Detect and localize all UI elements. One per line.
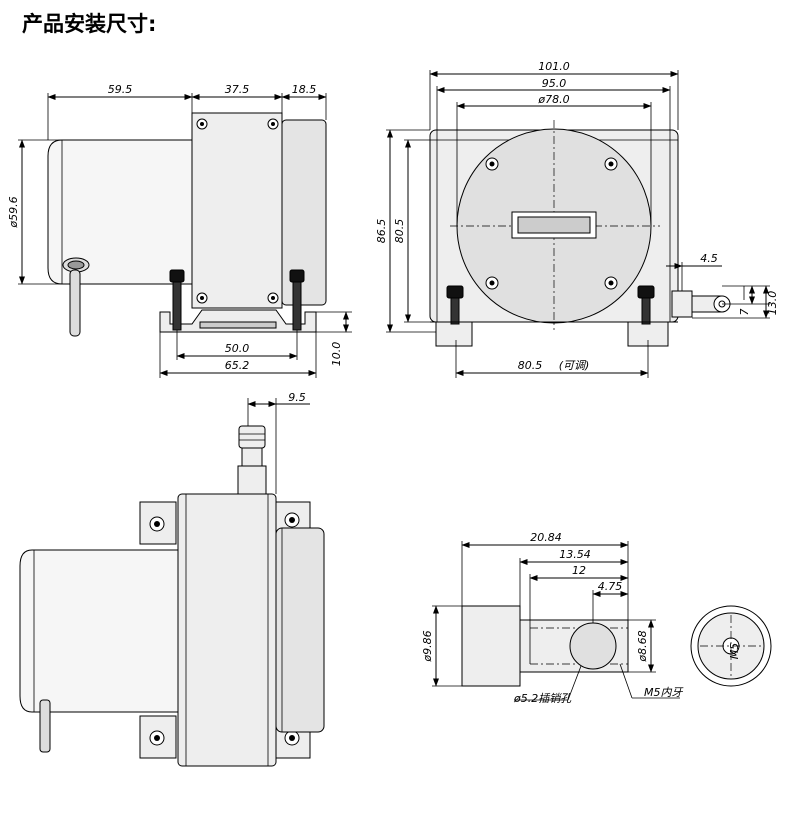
top-cable-pipe — [39, 699, 51, 753]
top-screw-icon — [149, 512, 300, 746]
end-view-mark: M5 — [728, 643, 741, 660]
housing-screw-icon — [196, 118, 279, 304]
dim-cable-offset: 4.5 — [700, 252, 718, 265]
dim-top-cable-offset: 9.5 — [288, 391, 306, 404]
dim-body-diameter: ø9.86 — [421, 630, 434, 662]
top-view: 9.5 — [19, 391, 325, 767]
cover-screw-icon — [485, 157, 618, 290]
dim-total-width: 101.0 — [538, 60, 570, 73]
dim-motor-diameter: ø59.6 — [7, 196, 20, 228]
top-cable-stem — [241, 447, 263, 467]
connector-detail: 20.84 13.54 12 4.75 ø9.86 ø8.68 ø5.2插销孔 … — [421, 531, 772, 705]
left-foot — [435, 321, 473, 347]
main-housing — [191, 112, 283, 309]
dim-base-height: 10.0 — [330, 342, 343, 367]
top-cable-eye — [238, 425, 266, 449]
thread-label: M5内牙 — [644, 686, 683, 699]
dim-eye-height: 7 — [738, 309, 751, 316]
pin-hole — [569, 622, 617, 670]
connector-body — [461, 605, 521, 687]
pin-hole-label: ø5.2插销孔 — [513, 692, 572, 705]
top-cable-outlet — [237, 465, 267, 495]
dim-cover-width: 18.5 — [292, 83, 317, 96]
page-title: 产品安装尺寸: — [22, 12, 157, 36]
front-view: 59.5 37.5 18.5 ø59.6 50.0 65.2 10.0 — [7, 83, 352, 378]
cable-outlet — [671, 290, 693, 318]
dim-inner-width: 95.0 — [542, 77, 567, 90]
top-motor-body — [19, 549, 179, 713]
dim-outer-base: 65.2 — [225, 359, 250, 372]
dim-inner-height: 80.5 — [393, 219, 406, 244]
cable-pipe — [69, 269, 81, 337]
dim-connector-length: 20.84 — [530, 531, 562, 544]
dim-hole-offset: 12 — [572, 564, 586, 577]
dim-cable-height: 13.0 — [766, 291, 779, 316]
side-bolt-icon — [446, 285, 655, 325]
dim-mount-note: (可调) — [559, 359, 590, 372]
dim-box-width: 37.5 — [225, 83, 250, 96]
dim-motor-length: 59.5 — [108, 83, 133, 96]
dim-mount-spacing: 80.5 — [518, 359, 543, 372]
top-side-cover — [275, 527, 325, 733]
dim-total-height: 86.5 — [375, 219, 388, 244]
top-main-housing — [177, 493, 277, 767]
dim-shaft-diameter: ø8.68 — [636, 630, 649, 662]
dim-circle-diameter: ø78.0 — [537, 93, 569, 106]
dim-inner-base: 50.0 — [225, 342, 250, 355]
dim-shaft-length: 13.54 — [559, 548, 591, 561]
side-view: 101.0 95.0 ø78.0 86.5 80.5 4.5 7 13.0 80… — [375, 60, 779, 378]
mounting-bolt-icon — [169, 269, 305, 331]
dim-hole-center: 4.75 — [598, 580, 623, 593]
